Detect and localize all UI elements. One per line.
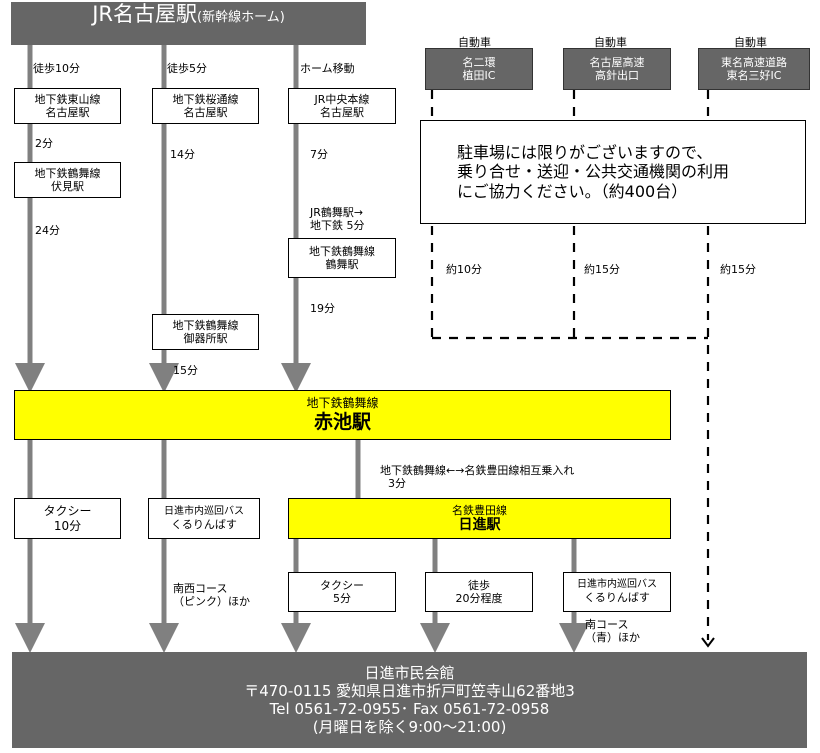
walk10-label: 徒歩10分 bbox=[33, 62, 80, 75]
venue-address: 〒470-0115 愛知県日進市折戸町笠寺山62番地3 bbox=[244, 682, 575, 700]
through-service-time: 3分 bbox=[388, 477, 406, 491]
through-service-label: 地下鉄鶴舞線←→名鉄豊田線相互乗入れ 3分 bbox=[380, 464, 574, 490]
notice-line: 乗り合せ・送迎・公共交通機関の利用 bbox=[457, 162, 730, 182]
bus-kururin-1: 日進市内巡回バス くるりんばす bbox=[148, 498, 260, 539]
course-color: （ピンク）ほか bbox=[173, 595, 250, 609]
course-name: 南西コース bbox=[173, 582, 228, 595]
bus-name: くるりんばす bbox=[171, 517, 237, 531]
car-label-1: 自動車 bbox=[458, 36, 491, 49]
jr-nagoya-header: JR名古屋駅 (新幹線ホーム) bbox=[11, 2, 366, 45]
taxi-time: 10分 bbox=[53, 518, 82, 533]
car-entry-tomei: 東名高速道路 東名三好IC bbox=[698, 48, 810, 90]
notice-line: 駐車場には限りがございますので、 bbox=[457, 143, 713, 163]
highway-name: 名古屋高速 bbox=[589, 55, 645, 69]
walk5-label: 徒歩5分 bbox=[167, 62, 207, 75]
course-name: 南コース bbox=[585, 618, 629, 631]
time-15min: 15分 bbox=[173, 364, 198, 377]
car-entry-nagoya-expressway: 名古屋高速 高針出口 bbox=[563, 48, 671, 90]
time-2min: 2分 bbox=[35, 137, 53, 150]
header-title: JR名古屋駅 bbox=[92, 2, 198, 26]
venue-nisshin-civic-hall: 日進市民会館 〒470-0115 愛知県日進市折戸町笠寺山62番地3 Tel 0… bbox=[12, 652, 807, 748]
line-name: 地下鉄鶴舞線 bbox=[309, 244, 375, 258]
car-entry-nagoya-ring2: 名二環 植田IC bbox=[425, 48, 533, 90]
station-jr-chuo-nagoya: JR中央本線 名古屋駅 bbox=[288, 88, 396, 124]
home-move-label: ホーム移動 bbox=[300, 62, 355, 75]
car-time-3: 約15分 bbox=[720, 263, 756, 276]
taxi-10min: タクシー 10分 bbox=[14, 498, 121, 539]
akaike-station: 地下鉄鶴舞線 赤池駅 bbox=[14, 390, 671, 440]
venue-name: 日進市民会館 bbox=[364, 664, 455, 682]
station-name: 名古屋駅 bbox=[45, 106, 90, 119]
car-arrowhead bbox=[701, 637, 715, 648]
time-14min: 14分 bbox=[170, 148, 195, 161]
bus2-course: 南コース （青）ほか bbox=[585, 618, 640, 644]
notice-line: にご協力ください。（約400台） bbox=[457, 181, 688, 201]
akaike-line: 地下鉄鶴舞線 bbox=[306, 396, 379, 411]
highway-name: 名二環 bbox=[462, 55, 496, 69]
time-19min: 19分 bbox=[310, 302, 335, 315]
line-name: JR中央本線 bbox=[314, 92, 370, 106]
bus-operator: 日進市内巡回バス bbox=[577, 579, 657, 591]
station-name: 伏見駅 bbox=[51, 180, 84, 193]
car-label-3: 自動車 bbox=[734, 36, 767, 49]
nisshin-station: 名鉄豊田線 日進駅 bbox=[288, 498, 671, 539]
line-name: 地下鉄東山線 bbox=[34, 92, 101, 106]
exit-name: 高針出口 bbox=[595, 69, 639, 82]
bus1-course: 南西コース （ピンク）ほか bbox=[173, 582, 250, 608]
line-name: 地下鉄鶴舞線 bbox=[34, 166, 101, 180]
nisshin-name: 日進駅 bbox=[458, 516, 501, 533]
station-name: 名古屋駅 bbox=[320, 106, 364, 119]
bus-operator: 日進市内巡回バス bbox=[164, 505, 244, 517]
car-time-2: 約15分 bbox=[584, 263, 620, 276]
exit-name: 東名三好IC bbox=[726, 69, 782, 82]
parking-notice: 駐車場には限りがございますので、 乗り合せ・送迎・公共交通機関の利用 にご協力く… bbox=[420, 120, 806, 224]
walk-20min: 徒歩 20分程度 bbox=[425, 572, 533, 612]
taxi-label: タクシー bbox=[320, 578, 364, 592]
venue-phone-fax: Tel 0561-72-0955･ Fax 0561-72-0958 bbox=[269, 700, 550, 718]
through-service-text: 地下鉄鶴舞線←→名鉄豊田線相互乗入れ bbox=[380, 464, 575, 477]
station-sakuradori-nagoya: 地下鉄桜通線 名古屋駅 bbox=[152, 88, 259, 124]
taxi-label: タクシー bbox=[43, 504, 92, 519]
time-7min: 7分 bbox=[310, 148, 328, 161]
exit-name: 植田IC bbox=[462, 69, 496, 82]
station-higashiyama-nagoya: 地下鉄東山線 名古屋駅 bbox=[14, 88, 121, 124]
venue-hours: (月曜日を除く9:00～21:00) bbox=[312, 718, 507, 736]
walk-label: 徒歩 bbox=[468, 578, 490, 592]
transfer-line2: 地下鉄 5分 bbox=[310, 219, 365, 233]
station-name: 名古屋駅 bbox=[183, 106, 228, 119]
car-time-1: 約10分 bbox=[446, 263, 482, 276]
bus-kururin-2: 日進市内巡回バス くるりんばす bbox=[563, 572, 671, 612]
nisshin-line: 名鉄豊田線 bbox=[452, 503, 507, 517]
course-color: （青）ほか bbox=[585, 631, 640, 645]
car-label-2: 自動車 bbox=[594, 36, 627, 49]
jr-transfer-label: JR鶴舞駅→ 地下鉄 5分 bbox=[310, 206, 365, 232]
station-tsurumai-tsurumai: 地下鉄鶴舞線 鶴舞駅 bbox=[288, 238, 396, 278]
header-subtitle: (新幹線ホーム) bbox=[197, 10, 285, 25]
station-tsurumai-fushimi: 地下鉄鶴舞線 伏見駅 bbox=[14, 162, 121, 198]
taxi-5min: タクシー 5分 bbox=[288, 572, 396, 612]
walk-time: 20分程度 bbox=[455, 592, 503, 605]
line-name: 地下鉄桜通線 bbox=[172, 92, 239, 106]
highway-name: 東名高速道路 bbox=[721, 55, 787, 69]
time-24min: 24分 bbox=[35, 224, 60, 237]
station-name: 御器所駅 bbox=[183, 332, 228, 345]
akaike-name: 赤池駅 bbox=[313, 410, 371, 433]
transfer-line1: JR鶴舞駅→ bbox=[310, 206, 364, 219]
station-tsurumai-gokisho: 地下鉄鶴舞線 御器所駅 bbox=[152, 314, 259, 350]
station-name: 鶴舞駅 bbox=[325, 258, 359, 271]
line-name: 地下鉄鶴舞線 bbox=[172, 318, 239, 332]
taxi-time: 5分 bbox=[333, 592, 351, 605]
bus-name: くるりんばす bbox=[584, 591, 650, 605]
